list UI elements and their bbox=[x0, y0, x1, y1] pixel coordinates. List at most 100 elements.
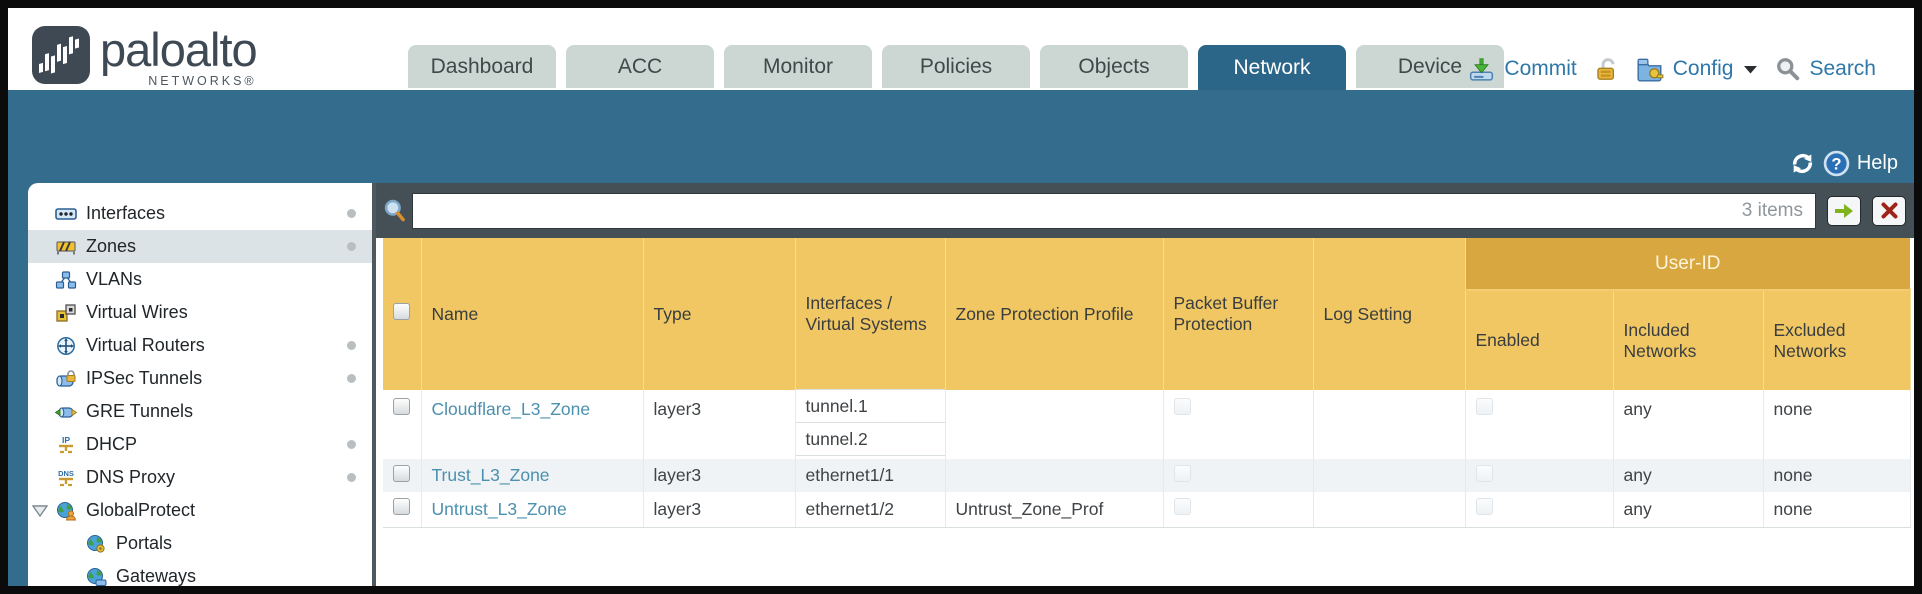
commit-button[interactable]: Commit bbox=[1504, 57, 1577, 80]
log-setting-value bbox=[1324, 390, 1455, 395]
paloalto-logo: paloalto NETWORKS® bbox=[32, 23, 258, 88]
help-icon[interactable]: ? bbox=[1823, 150, 1850, 177]
userid-enabled-checkbox[interactable] bbox=[1475, 464, 1493, 482]
zones-icon bbox=[56, 240, 76, 254]
sidebar-item-vlans[interactable]: VLANs bbox=[28, 263, 372, 296]
col-enabled[interactable]: Enabled bbox=[1465, 290, 1614, 390]
col-type[interactable]: Type bbox=[643, 238, 796, 390]
refresh-icon[interactable] bbox=[1789, 151, 1816, 176]
tab-acc[interactable]: ACC bbox=[566, 45, 714, 88]
vlans-icon bbox=[55, 270, 77, 289]
row-checkbox[interactable] bbox=[393, 398, 411, 415]
tab-policies[interactable]: Policies bbox=[882, 45, 1030, 88]
select-all-header bbox=[383, 238, 422, 390]
sidebar-item-dns-proxy[interactable]: DNS DNS Proxy bbox=[28, 461, 372, 494]
col-excluded-networks[interactable]: Excluded Networks bbox=[1763, 290, 1911, 390]
interface-entry: ethernet1/1 bbox=[795, 459, 946, 492]
red-x-icon bbox=[1881, 202, 1897, 219]
col-included-networks[interactable]: Included Networks bbox=[1613, 290, 1764, 390]
table-row: Trust_L3_Zone layer3 ethernet1/1 any non… bbox=[383, 459, 1911, 492]
tab-network[interactable]: Network bbox=[1198, 45, 1346, 90]
svg-text:IP: IP bbox=[62, 435, 70, 445]
sidebar-item-portals[interactable]: Portals bbox=[28, 527, 372, 560]
brand-subtitle: NETWORKS® bbox=[148, 74, 257, 88]
apply-filter-button[interactable] bbox=[1827, 195, 1861, 226]
status-dot bbox=[347, 473, 356, 482]
clear-filter-button[interactable] bbox=[1872, 195, 1906, 226]
virtual-wires-icon bbox=[56, 303, 76, 322]
dhcp-icon: IP bbox=[59, 435, 73, 453]
group-header-row: Name Type Interfaces / Virtual Systems Z… bbox=[383, 238, 1911, 390]
included-networks-value: any bbox=[1613, 459, 1764, 492]
tab-dashboard[interactable]: Dashboard bbox=[408, 45, 556, 88]
col-log-setting[interactable]: Log Setting bbox=[1313, 238, 1466, 390]
svg-text:DNS: DNS bbox=[58, 469, 74, 478]
brand-name: paloalto bbox=[100, 23, 258, 76]
row-checkbox[interactable] bbox=[393, 464, 411, 482]
sidebar-item-gateways[interactable]: Gateways bbox=[28, 560, 372, 586]
log-setting-value bbox=[1313, 492, 1466, 528]
sidebar-item-virtual-wires[interactable]: Virtual Wires bbox=[28, 296, 372, 329]
tab-objects[interactable]: Objects bbox=[1040, 45, 1188, 88]
config-icon[interactable] bbox=[1636, 56, 1664, 82]
portals-icon bbox=[87, 534, 105, 553]
item-count: 3 items bbox=[1741, 199, 1803, 221]
col-packet-buffer[interactable]: Packet Buffer Protection bbox=[1163, 238, 1314, 390]
col-interfaces[interactable]: Interfaces / Virtual Systems bbox=[795, 238, 946, 390]
sidebar-item-gre-tunnels[interactable]: GRE Tunnels bbox=[28, 395, 372, 428]
col-group-user-id: User-ID bbox=[1465, 238, 1911, 291]
zones-table: Name Type Interfaces / Virtual Systems Z… bbox=[383, 238, 1911, 528]
sidebar-item-interfaces[interactable]: Interfaces bbox=[28, 197, 372, 230]
row-checkbox[interactable] bbox=[393, 498, 411, 516]
pane-divider[interactable] bbox=[372, 183, 376, 586]
log-setting-value bbox=[1313, 459, 1466, 492]
interfaces-icon bbox=[55, 207, 77, 220]
col-name[interactable]: Name bbox=[421, 238, 644, 390]
dns-proxy-icon: DNS bbox=[58, 469, 74, 486]
panos-webui: paloalto NETWORKS® Dashboard ACC Monitor… bbox=[8, 8, 1914, 586]
sidebar-item-virtual-routers[interactable]: Virtual Routers bbox=[28, 329, 372, 362]
zones-main-pane: 3 items bbox=[376, 183, 1914, 586]
col-zone-protection[interactable]: Zone Protection Profile bbox=[945, 238, 1164, 390]
header-band: ? Help bbox=[8, 90, 1914, 183]
status-dot bbox=[347, 242, 356, 251]
tab-monitor[interactable]: Monitor bbox=[724, 45, 872, 88]
sidebar-item-zones[interactable]: Zones bbox=[28, 230, 372, 263]
packet-buffer-checkbox[interactable] bbox=[1173, 498, 1191, 516]
zone-protection-profile: Untrust_Zone_Prof bbox=[945, 492, 1164, 528]
interface-entry: tunnel.1 bbox=[794, 389, 946, 423]
main-nav-tabs: Dashboard ACC Monitor Policies Objects N… bbox=[408, 45, 1504, 90]
table-row: Untrust_L3_Zone layer3 ethernet1/2 Untru… bbox=[383, 492, 1911, 528]
sidebar-item-ipsec-tunnels[interactable]: IPSec Tunnels bbox=[28, 362, 372, 395]
utility-bar: Commit Config bbox=[1468, 56, 1876, 82]
packet-buffer-checkbox[interactable] bbox=[1173, 464, 1191, 482]
zone-name-link[interactable]: Cloudflare_L3_Zone bbox=[431, 399, 591, 419]
excluded-networks-value: none bbox=[1773, 399, 1813, 419]
column-header-row: Enabled Included Networks Excluded Netwo… bbox=[383, 290, 1911, 390]
userid-enabled-checkbox[interactable] bbox=[1475, 498, 1493, 516]
lock-icon[interactable] bbox=[1594, 57, 1619, 82]
virtual-routers-icon bbox=[57, 336, 75, 355]
expand-triangle-icon[interactable] bbox=[32, 504, 48, 517]
included-networks-value: any bbox=[1623, 399, 1652, 419]
userid-enabled-checkbox[interactable] bbox=[1475, 398, 1493, 415]
help-link[interactable]: Help bbox=[1856, 152, 1898, 174]
search-button[interactable]: Search bbox=[1809, 57, 1876, 80]
commit-icon[interactable] bbox=[1468, 56, 1495, 82]
select-all-checkbox[interactable] bbox=[393, 303, 410, 320]
chevron-down-icon[interactable] bbox=[1744, 65, 1758, 74]
packet-buffer-checkbox[interactable] bbox=[1173, 398, 1191, 415]
search-icon[interactable] bbox=[1776, 57, 1800, 81]
paloalto-logo-icon bbox=[32, 26, 90, 84]
sidebar-item-globalprotect[interactable]: GlobalProtect bbox=[28, 494, 372, 527]
filter-input[interactable]: 3 items bbox=[412, 192, 1816, 229]
sidebar-item-dhcp[interactable]: IP DHCP bbox=[28, 428, 372, 461]
status-dot bbox=[347, 209, 356, 218]
zone-name-link[interactable]: Untrust_L3_Zone bbox=[431, 498, 567, 519]
config-menu[interactable]: Config bbox=[1672, 57, 1734, 80]
zone-name-link[interactable]: Trust_L3_Zone bbox=[431, 465, 550, 485]
zone-type: layer3 bbox=[643, 459, 796, 492]
excluded-networks-value: none bbox=[1763, 492, 1911, 528]
gateways-icon bbox=[87, 567, 107, 586]
